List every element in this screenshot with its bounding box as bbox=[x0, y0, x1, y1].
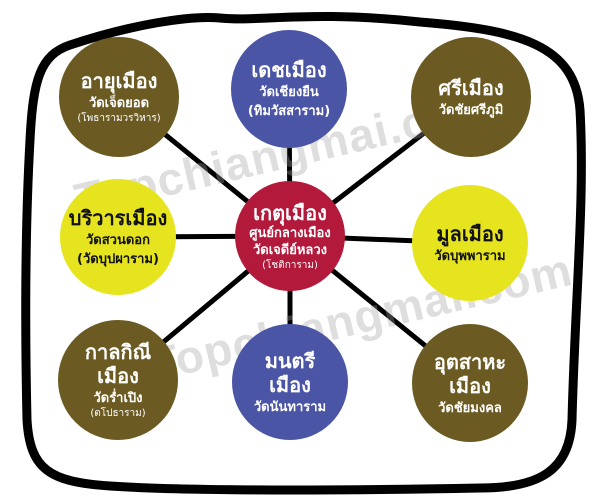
node-temple: วัดบุพพาราม bbox=[434, 248, 506, 264]
node-alt-name: (ทิมวัสสาราม) bbox=[247, 104, 331, 119]
node-title: มนตรี bbox=[264, 348, 316, 373]
node-temple: วัดร่ำเปิง bbox=[93, 391, 143, 406]
center-title: เกตุเมือง bbox=[253, 200, 327, 225]
node-title: อายุเมือง bbox=[80, 69, 158, 93]
node-alt-name: (ตโปธาราม) bbox=[90, 408, 146, 419]
node-det-mueang: เดชเมือง วัดเชียงยืน (ทิมวัสสาราม) bbox=[231, 30, 347, 148]
center-temple: วัดเจดีย์หลวง bbox=[252, 242, 328, 258]
node-alt-name: (โพธารามวรวิหาร) bbox=[77, 113, 161, 124]
node-title: บริวารเมือง bbox=[68, 206, 168, 230]
node-temple: วัดชัยมงคล bbox=[438, 400, 502, 416]
node-utsaha-mueang: อุตสาหะ เมือง วัดชัยมงคล bbox=[412, 324, 528, 442]
node-title: อุตสาหะ bbox=[433, 349, 507, 374]
node-temple: วัดเชียงยืน bbox=[259, 85, 319, 100]
node-montri-mueang: มนตรี เมือง วัดนันทาราม bbox=[232, 324, 348, 440]
node-title: ศรีเมือง bbox=[438, 75, 504, 100]
node-ayu-mueang: อายุเมือง วัดเจ็ดยอด (โพธารามวรวิหาร) bbox=[59, 37, 179, 157]
node-temple: วัดสวนดอก bbox=[86, 233, 150, 248]
node-title-line2: เมือง bbox=[449, 373, 491, 398]
node-mun-mueang: มูลเมือง วัดบุพพาราม bbox=[412, 185, 528, 301]
node-temple: วัดนันทาราม bbox=[253, 399, 327, 415]
node-temple: วัดชัยศรีภูมิ bbox=[438, 102, 504, 118]
node-alt-name: (วัดบุปผาราม) bbox=[77, 252, 159, 267]
node-title-line2: เมือง bbox=[97, 364, 139, 388]
node-title: เดชเมือง bbox=[251, 58, 327, 82]
node-title: มูลเมือง bbox=[436, 221, 504, 246]
node-temple: วัดเจ็ดยอด bbox=[88, 96, 150, 111]
node-ket-mueang-center: เกตุเมือง ศูนย์กลางเมือง วัดเจดีย์หลวง (… bbox=[235, 181, 345, 291]
outer-border bbox=[21, 12, 586, 495]
center-alt-name: (โชติการาม) bbox=[262, 259, 318, 271]
node-title-line2: เมือง bbox=[269, 372, 311, 397]
node-title: กาลกิณี bbox=[84, 340, 152, 364]
node-kalakini-mueang: กาลกิณี เมือง วัดร่ำเปิง (ตโปธาราม) bbox=[58, 320, 178, 440]
center-subtitle: ศูนย์กลางเมือง bbox=[249, 225, 331, 241]
node-boriwan-mueang: บริวารเมือง วัดสวนดอก (วัดบุปผาราม) bbox=[60, 179, 176, 295]
node-sri-mueang: ศรีเมือง วัดชัยศรีภูมิ bbox=[411, 37, 531, 157]
